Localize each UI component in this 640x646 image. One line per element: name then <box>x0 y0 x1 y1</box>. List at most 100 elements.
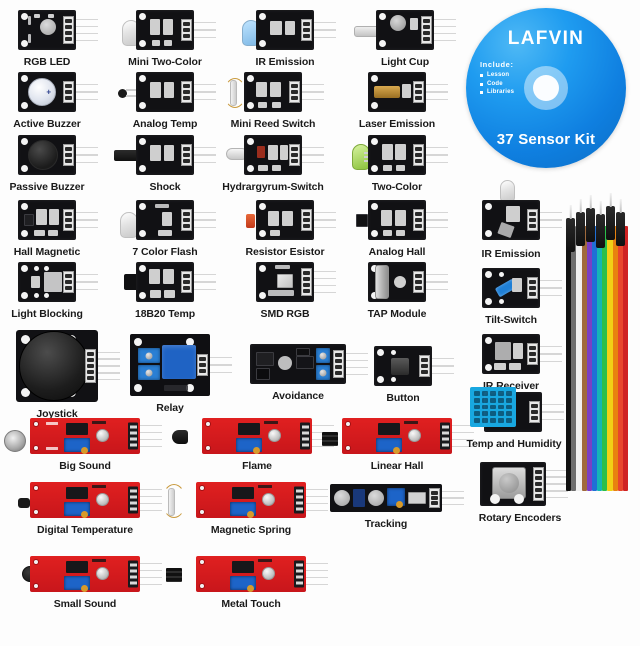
mount-hole <box>139 265 146 272</box>
pin-leads <box>76 144 98 166</box>
pcb-body <box>202 418 334 454</box>
module-mini-two-color[interactable]: Mini Two-Color <box>122 10 216 68</box>
module-light-blocking[interactable]: Light Blocking <box>11 262 98 320</box>
module-temp-and-humidity[interactable]: Temp and Humidity <box>467 387 564 450</box>
ir-receiver-can <box>495 342 511 360</box>
pin-header <box>527 209 538 231</box>
capacitor <box>96 493 109 506</box>
pin-header <box>128 422 138 450</box>
pin-leads <box>194 19 216 41</box>
potentiometer[interactable] <box>230 576 256 592</box>
pcb-body <box>480 462 568 506</box>
module-flame[interactable]: Flame <box>172 418 334 472</box>
buzzer-component: + <box>28 78 56 106</box>
pad <box>395 210 406 226</box>
module-analog-temp[interactable]: Analog Temp <box>118 72 216 130</box>
pin-leads <box>306 486 328 514</box>
mount-hole <box>186 384 194 392</box>
cd-include-list: Lesson Code Libraries <box>480 72 514 95</box>
mount-hole <box>499 272 504 277</box>
module-metal-touch[interactable]: Metal Touch <box>162 556 328 610</box>
module-laser-emission[interactable]: Laser Emission <box>359 72 448 130</box>
mount-hole <box>21 292 28 299</box>
ic-chip <box>238 423 260 435</box>
module-joystick[interactable]: Joystick <box>16 330 120 420</box>
potentiometer[interactable] <box>376 438 402 454</box>
mount-hole <box>139 165 146 172</box>
pcb-body <box>482 200 562 240</box>
pin-leads <box>194 209 216 231</box>
module-hall-magnetic[interactable]: Hall Magnetic <box>14 200 98 258</box>
potentiometer[interactable] <box>64 438 90 454</box>
module-tap[interactable]: TAP Module <box>368 262 448 320</box>
module-caption: Passive Buzzer <box>9 181 85 193</box>
module-ir-emission-right[interactable]: IR Emission <box>482 180 562 260</box>
capacitor <box>268 429 281 442</box>
module-tracking[interactable]: Tracking <box>330 484 464 530</box>
software-cd[interactable]: LAFVIN Include: Lesson Code Libraries 37… <box>466 8 626 168</box>
reed-wire <box>224 78 246 108</box>
joystick-knob[interactable] <box>18 331 89 401</box>
module-relay[interactable]: Relay <box>130 334 232 414</box>
jumper-wires[interactable] <box>566 196 629 516</box>
pin-leads <box>194 144 216 166</box>
module-ir-receiver[interactable]: IR Receiver <box>482 334 562 392</box>
module-avoidance[interactable]: Avoidance <box>250 344 368 402</box>
silkscreen <box>28 16 31 25</box>
module-big-sound[interactable]: Big Sound <box>4 418 162 472</box>
pad <box>383 165 392 171</box>
potentiometer[interactable] <box>64 576 90 592</box>
module-resistor-esistor[interactable]: Resistor Esistor <box>246 200 336 258</box>
module-tilt-switch[interactable]: Tilt-Switch <box>482 268 562 326</box>
mount-hole <box>377 349 384 356</box>
module-small-sound[interactable]: Small Sound <box>10 556 162 610</box>
module-linear-hall[interactable]: Linear Hall <box>322 418 474 472</box>
module-smd-rgb[interactable]: SMD RGB <box>256 262 336 320</box>
module-magnetic-spring[interactable]: Magnetic Spring <box>162 482 328 536</box>
mount-hole <box>21 102 28 109</box>
pcb-body <box>374 346 454 386</box>
potentiometer[interactable] <box>387 488 405 508</box>
screw-terminal <box>138 348 160 363</box>
encoder-knob[interactable] <box>492 467 526 499</box>
module-ir-emission-top[interactable]: IR Emission <box>242 10 336 68</box>
buzzer-component <box>28 140 58 170</box>
pin-header <box>294 486 304 514</box>
mount-hole <box>259 265 266 272</box>
push-button[interactable] <box>391 358 409 375</box>
module-light-cup[interactable]: Light Cup <box>354 10 456 68</box>
module-caption: Button <box>386 392 420 404</box>
wire-plug <box>606 206 615 240</box>
photoresistor-icon <box>246 214 255 228</box>
potentiometer[interactable] <box>230 502 256 518</box>
pin-leads <box>140 560 162 588</box>
thermistor-icon <box>118 89 127 98</box>
pcb-body <box>342 418 474 454</box>
potentiometer[interactable] <box>64 502 90 518</box>
module-mini-reed-switch[interactable]: Mini Reed Switch <box>224 72 324 130</box>
module-18b20-temp[interactable]: 18B20 Temp <box>124 262 216 320</box>
mount-hole <box>33 421 39 427</box>
potentiometer[interactable] <box>316 348 330 363</box>
module-analog-hall[interactable]: Analog Hall <box>356 200 448 258</box>
wire-plug <box>586 208 595 242</box>
module-rotary-encoders[interactable]: Rotary Encoders <box>479 462 568 524</box>
microphone <box>4 430 26 452</box>
screw-terminal <box>138 365 160 380</box>
module-hydrargyrum-switch[interactable]: Hydrargyrum-Switch <box>222 135 324 193</box>
module-caption: Digital Temperature <box>37 524 133 536</box>
silkscreen-cn75 <box>155 204 169 208</box>
module-rgb-led[interactable]: RGB LED <box>18 10 98 68</box>
potentiometer[interactable] <box>316 365 330 380</box>
module-button[interactable]: Button <box>374 346 454 404</box>
module-caption: Avoidance <box>272 390 324 402</box>
potentiometer[interactable] <box>236 438 262 454</box>
module-caption: Analog Hall <box>368 246 426 258</box>
module-active-buzzer[interactable]: + Active Buzzer <box>13 72 98 130</box>
module-passive-buzzer[interactable]: Passive Buzzer <box>9 135 98 193</box>
module-shock[interactable]: Shock <box>114 135 216 193</box>
ic-chip <box>66 561 88 573</box>
module-digital-temperature[interactable]: Digital Temperature <box>10 482 162 536</box>
module-two-color[interactable]: Two-Color <box>352 135 448 193</box>
module-7-color-flash[interactable]: 7 Color Flash <box>120 200 216 258</box>
